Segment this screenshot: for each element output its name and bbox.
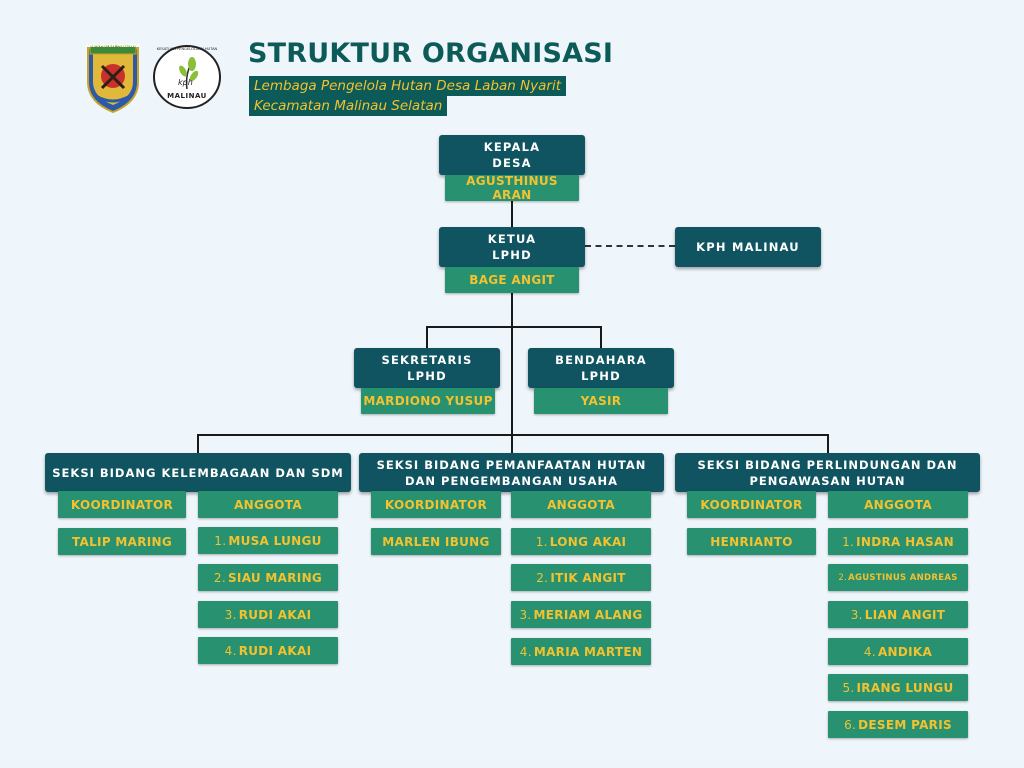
member-name: INDRA HASAN (856, 534, 954, 549)
kabupaten-malinau-logo (87, 45, 139, 114)
section-1-member: 4.RUDI AKAI (198, 637, 338, 664)
connector-sekretaris-drop (426, 326, 428, 349)
section-3-member: 6.DESEM PARIS (828, 711, 968, 738)
section-pemanfaatan-header: SEKSI BIDANG PEMANFAATAN HUTAN DAN PENGE… (359, 453, 664, 492)
member-number: 3. (224, 607, 237, 622)
member-number: 1. (842, 534, 855, 549)
section-2-member: 4.MARIA MARTEN (511, 638, 651, 665)
sekretaris-box: SEKRETARIS LPHD (354, 348, 500, 388)
section-3-member: 4.ANDIKA (828, 638, 968, 665)
section-2-member: 2.ITIK ANGIT (511, 564, 651, 591)
member-number: 2. (838, 572, 848, 583)
section-1-koordinator-label: KOORDINATOR (58, 491, 186, 518)
member-name: RUDI AKAI (238, 607, 312, 622)
logo-right-text: KESATUAN PENGELOLAAN HUTAN (156, 47, 218, 51)
section-2-anggota-label: ANGGOTA (511, 491, 651, 518)
member-name: RUDI AKAI (238, 643, 312, 658)
section-1-member: 2.SIAU MARING (198, 564, 338, 591)
section-3-member: 1.INDRA HASAN (828, 528, 968, 555)
member-name: MARIA MARTEN (533, 644, 643, 659)
connector-section-1-drop (197, 434, 199, 454)
member-name: ANDIKA (877, 644, 933, 659)
member-number: 1. (535, 534, 548, 549)
ketua-lphd-box: KETUA LPHD (439, 227, 585, 267)
page-title: STRUKTUR ORGANISASI (248, 38, 614, 69)
kepala-desa-name: AGUSTHINUS ARAN (445, 174, 579, 202)
section-3-member: 5.IRANG LUNGU (828, 674, 968, 701)
logo-right-mark: kph (178, 78, 193, 87)
member-number: 2. (536, 570, 549, 585)
member-number: 3. (519, 607, 532, 622)
connector-bendahara-drop (600, 326, 602, 349)
member-number: 4. (863, 644, 876, 659)
section-3-koordinator-label: KOORDINATOR (687, 491, 816, 518)
section-1-member: 3.RUDI AKAI (198, 601, 338, 628)
kepala-desa-box: KEPALA DESA (439, 135, 585, 175)
member-number: 5. (842, 680, 855, 695)
member-name: IRANG LUNGU (856, 680, 954, 695)
logo-right-bottom: MALINAU (167, 92, 207, 100)
member-number: 3. (850, 607, 863, 622)
member-name: MERIAM ALANG (533, 607, 643, 622)
subtitle-kecamatan: Kecamatan Malinau Selatan (249, 96, 448, 116)
member-number: 4. (224, 643, 237, 658)
member-name: SIAU MARING (227, 570, 323, 585)
section-kelembagaan-header: SEKSI BIDANG KELEMBAGAAN DAN SDM (45, 453, 351, 492)
member-number: 4. (519, 644, 532, 659)
section-3-anggota-label: ANGGOTA (828, 491, 968, 518)
section-3-koordinator-name: HENRIANTO (687, 528, 816, 555)
member-number: 2. (213, 570, 226, 585)
connector-staff-bar (426, 326, 602, 328)
member-name: LONG AKAI (549, 534, 627, 549)
kph-malinau-logo (153, 45, 221, 109)
connector-sections-bar (197, 434, 829, 436)
member-name: DESEM PARIS (858, 717, 952, 732)
member-number: 1. (214, 533, 227, 548)
connector-section-3-drop (827, 434, 829, 454)
member-name: ITIK ANGIT (550, 570, 626, 585)
section-1-koordinator-name: TALIP MARING (58, 528, 186, 555)
connector-main-trunk (511, 292, 513, 454)
kph-malinau-box: KPH MALINAU (675, 227, 821, 267)
section-2-koordinator-label: KOORDINATOR (371, 491, 501, 518)
section-3-member: 2.AGUSTINUS ANDREAS (828, 564, 968, 591)
section-2-member: 1.LONG AKAI (511, 528, 651, 555)
connector-ketua-kph-dashed (585, 245, 675, 247)
section-3-member: 3.LIAN ANGIT (828, 601, 968, 628)
member-name: LIAN ANGIT (864, 607, 946, 622)
section-1-anggota-label: ANGGOTA (198, 491, 338, 518)
subtitle-lembaga: Lembaga Pengelola Hutan Desa Laban Nyari… (249, 76, 567, 96)
section-perlindungan-header: SEKSI BIDANG PERLINDUNGAN DAN PENGAWASAN… (675, 453, 980, 492)
bendahara-box: BENDAHARA LPHD (528, 348, 674, 388)
section-2-member: 3.MERIAM ALANG (511, 601, 651, 628)
logo-left-text: KABUPATEN MALINAU (85, 44, 141, 49)
ketua-lphd-name: BAGE ANGIT (445, 267, 579, 293)
section-1-member: 1.MUSA LUNGU (198, 527, 338, 554)
member-name: AGUSTINUS ANDREAS (848, 572, 958, 583)
member-name: MUSA LUNGU (228, 533, 322, 548)
section-2-koordinator-name: MARLEN IBUNG (371, 528, 501, 555)
connector-kepala-ketua (511, 200, 513, 228)
bendahara-name: YASIR (534, 388, 668, 414)
member-number: 6. (844, 717, 857, 732)
sekretaris-name: MARDIONO YUSUP (361, 388, 495, 414)
